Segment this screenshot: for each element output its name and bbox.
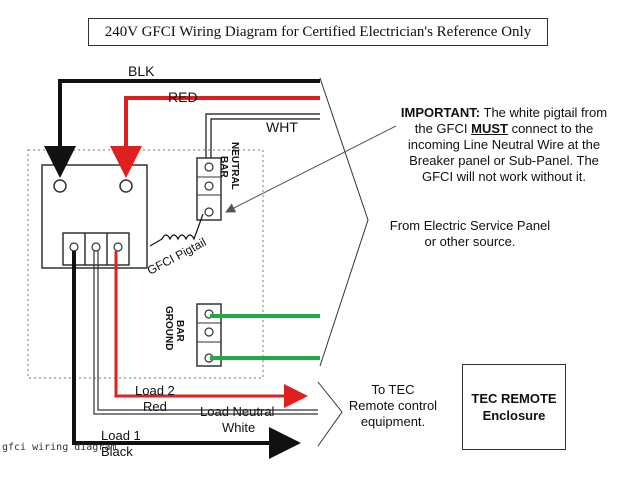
ground-bar-label-2: BAR	[174, 320, 185, 342]
wht-line-wire	[205, 113, 320, 165]
red-line-wire	[110, 96, 320, 178]
load2-label: Load 2	[135, 383, 175, 398]
line-terminal-left	[53, 179, 67, 193]
important-pointer-arrow	[225, 125, 397, 213]
important-line2-post: connect to the	[507, 121, 594, 136]
line-terminal-right	[119, 179, 133, 193]
load2-wire	[114, 251, 308, 408]
important-line5: GFCI will not work without it.	[422, 169, 586, 184]
tec-box-line1: TEC REMOTE	[471, 391, 557, 406]
tec-box-line2: Enclosure	[482, 408, 546, 423]
load-neutral-label: Load Neutral	[200, 404, 275, 419]
load2-terminal	[113, 242, 123, 252]
load-neutral-wire	[93, 251, 318, 415]
load-neutral-color-label: White	[222, 420, 255, 435]
neutral-bar-label-1: NEUTRAL	[229, 142, 240, 190]
load1-wire	[72, 251, 301, 459]
important-must: MUST	[471, 121, 508, 136]
neutral-terminal	[91, 242, 101, 252]
important-line4: Breaker panel or Sub-Panel. The	[409, 153, 599, 168]
load1-terminal	[69, 242, 79, 252]
load1-label: Load 1	[101, 428, 141, 443]
load1-color-label: Black	[101, 444, 133, 459]
diagram-title: 240V GFCI Wiring Diagram for Certified E…	[88, 18, 548, 46]
important-line2-pre: the GFCI	[414, 121, 472, 136]
tec-remote-enclosure: TEC REMOTE Enclosure	[462, 364, 566, 450]
gfci-pigtail-label: GFCI Pigtail	[145, 235, 209, 278]
service-panel-bracket	[319, 77, 369, 367]
load2-color-label: Red	[143, 399, 167, 414]
neutral-bar-label-2: BAR	[218, 156, 229, 178]
tec-note-line1: To TEC	[371, 382, 415, 397]
important-line3: incoming Line Neutral Wire at the	[407, 137, 601, 152]
important-note: IMPORTANT: The white pigtail from the GF…	[384, 105, 624, 185]
important-heading: IMPORTANT:	[400, 105, 481, 120]
service-panel-line2: or other source.	[424, 234, 516, 249]
blk-label: BLK	[128, 63, 155, 79]
watermark-caption: gfci wiring diagram	[2, 442, 117, 453]
ground-bar-label-1: GROUND	[163, 306, 174, 350]
tec-note: To TEC Remote control equipment.	[338, 382, 448, 430]
tec-note-line2: Remote control	[348, 398, 438, 413]
blk-line-wire	[44, 79, 320, 178]
red-label: RED	[168, 89, 198, 105]
wht-label: WHT	[266, 119, 298, 135]
important-line1: The white pigtail from	[480, 105, 608, 120]
gfci-enclosure-outline	[27, 149, 264, 379]
tec-note-line3: equipment.	[360, 414, 426, 429]
service-panel-note: From Electric Service Panel or other sou…	[372, 218, 568, 250]
gfci-pigtail-wire	[149, 213, 204, 247]
service-panel-line1: From Electric Service Panel	[389, 218, 551, 233]
tec-bracket	[317, 381, 343, 447]
